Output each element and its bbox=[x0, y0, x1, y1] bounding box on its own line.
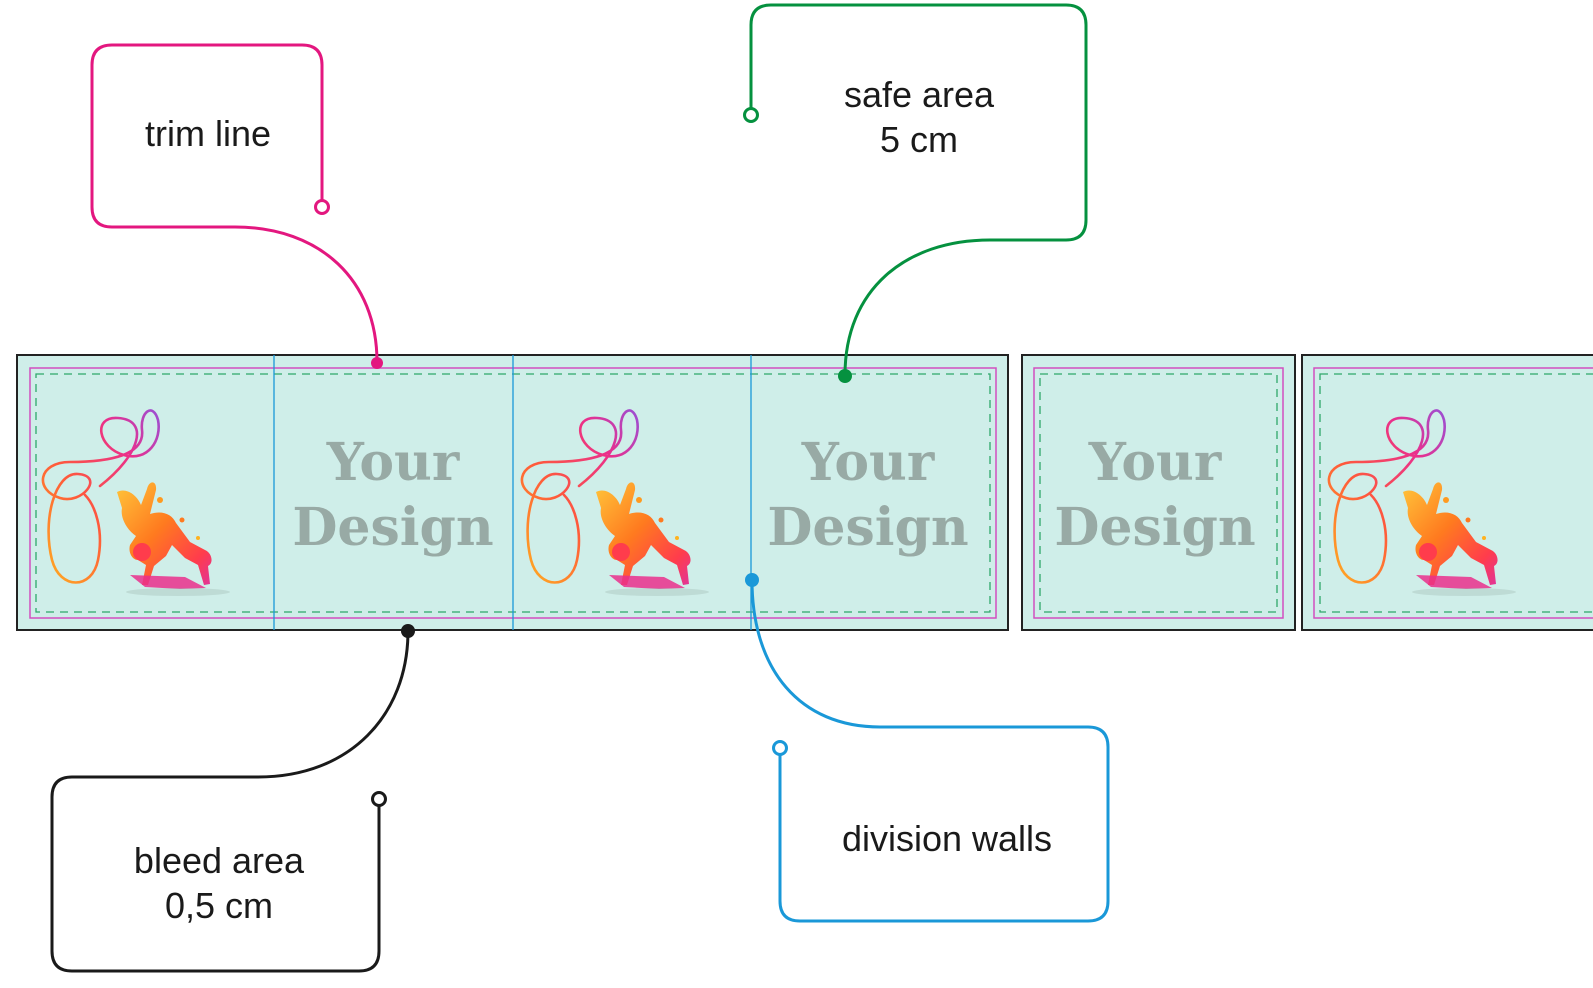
callout-bleed-area-anchor-dot bbox=[401, 624, 415, 638]
bleed-area-single-1 bbox=[1021, 354, 1296, 631]
callout-safe-area-label-line2: 5 cm bbox=[880, 119, 958, 160]
callout-bleed-area-end-ring bbox=[371, 791, 387, 807]
callout-bleed-area bbox=[50, 624, 415, 973]
callout-division-walls-end-ring bbox=[772, 740, 788, 756]
callout-trim-line-label: trim line bbox=[145, 113, 271, 154]
callout-trim-line-box bbox=[90, 43, 379, 363]
design-placeholder-1-line2: Design bbox=[292, 497, 493, 558]
callout-trim-line-end-ring bbox=[314, 199, 330, 215]
design-placeholder-1-line1: Your bbox=[326, 432, 460, 493]
single-panel-1: Your Design bbox=[1021, 354, 1296, 631]
callout-safe-area bbox=[743, 3, 1088, 383]
callout-bleed-area-box bbox=[50, 630, 410, 973]
callout-trim-line-anchor-dot bbox=[371, 357, 383, 369]
design-placeholder-2-line2: Design bbox=[767, 497, 968, 558]
callout-division-walls-box bbox=[750, 579, 1110, 923]
callout-safe-area-anchor-dot bbox=[838, 369, 852, 383]
callout-division-walls bbox=[745, 573, 1110, 923]
safe-area-single-1 bbox=[1039, 373, 1278, 613]
callout-safe-area-box bbox=[749, 3, 1088, 376]
callout-division-walls-label: division walls bbox=[842, 818, 1052, 859]
trim-line-single-2 bbox=[1313, 367, 1593, 619]
callout-safe-area-end-ring bbox=[743, 107, 759, 123]
design-placeholder-3-line1: Your bbox=[1088, 432, 1222, 493]
callout-division-walls-anchor-dot bbox=[745, 573, 759, 587]
callout-safe-area-label-line1: safe area bbox=[844, 74, 995, 115]
main-panel: Your Design Your Design bbox=[16, 354, 1009, 631]
callout-bleed-area-label-line2: 0,5 cm bbox=[165, 885, 273, 926]
single-panel-2 bbox=[1301, 354, 1593, 631]
safe-area-single-2 bbox=[1319, 373, 1593, 613]
design-placeholder-2-line1: Your bbox=[801, 432, 935, 493]
trim-line-single-1 bbox=[1033, 367, 1284, 619]
callout-bleed-area-label-line1: bleed area bbox=[134, 840, 305, 881]
design-placeholder-3-line2: Design bbox=[1054, 497, 1255, 558]
callout-trim-line bbox=[90, 43, 383, 369]
